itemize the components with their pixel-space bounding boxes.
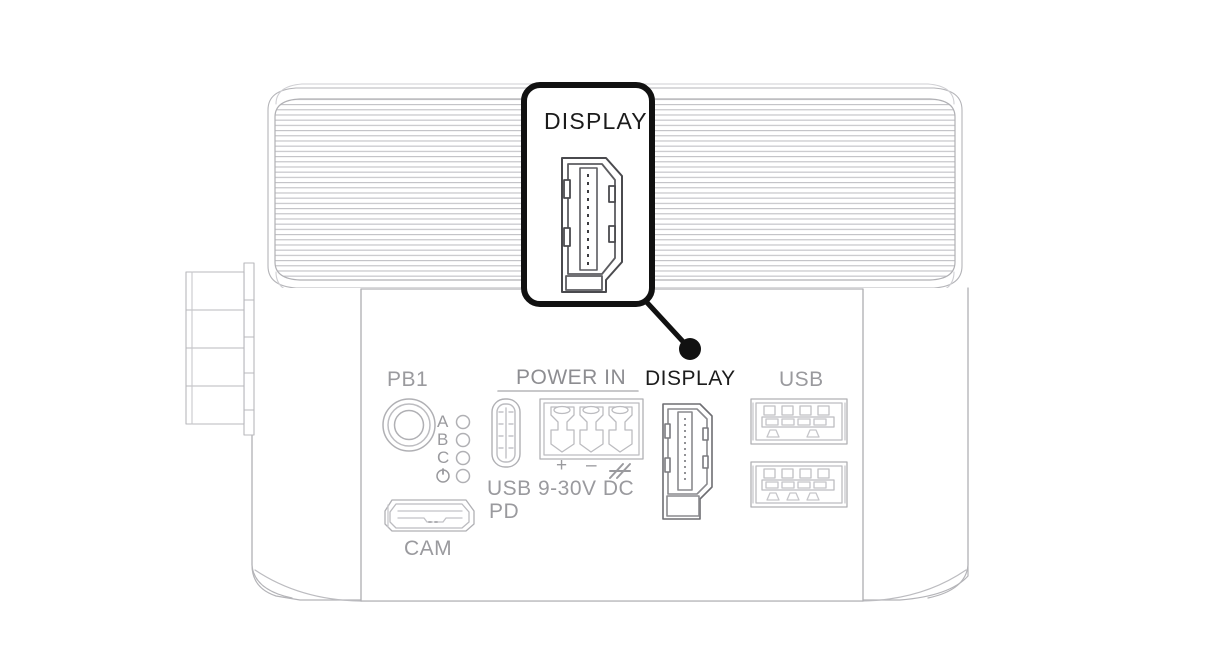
callout-leader <box>638 293 701 360</box>
pb1-label: PB1 <box>387 368 429 391</box>
terminal-negative-symbol: – <box>586 455 598 476</box>
callout-title: DISPLAY <box>544 108 648 134</box>
led-label-c: C <box>437 448 450 467</box>
usb-pd-label-line1: USB <box>487 477 532 500</box>
pb1-button <box>382 398 436 452</box>
usb-pd-label-line2: PD <box>489 500 520 523</box>
led-label-b: B <box>437 430 449 449</box>
voltage-label: 9-30V DC <box>538 477 635 500</box>
side-connector-block <box>185 262 255 436</box>
terminal-positive-symbol: + <box>556 455 568 476</box>
cam-label: CAM <box>404 537 453 560</box>
usb-pd-port <box>491 398 521 468</box>
usb-port-bottom <box>750 461 848 508</box>
usb-port-top <box>750 398 848 445</box>
display-label: DISPLAY <box>645 367 736 390</box>
power-glyph <box>436 468 450 483</box>
power-in-label: POWER IN <box>516 366 627 389</box>
power-terminal-block <box>539 398 644 460</box>
led-label-a: A <box>437 412 449 431</box>
usb-label: USB <box>779 368 824 391</box>
led-indicators <box>455 414 471 484</box>
display-port <box>662 403 713 520</box>
cam-port <box>384 499 475 532</box>
ground-symbol <box>609 463 631 479</box>
callout-display-port-illustration <box>561 157 623 293</box>
